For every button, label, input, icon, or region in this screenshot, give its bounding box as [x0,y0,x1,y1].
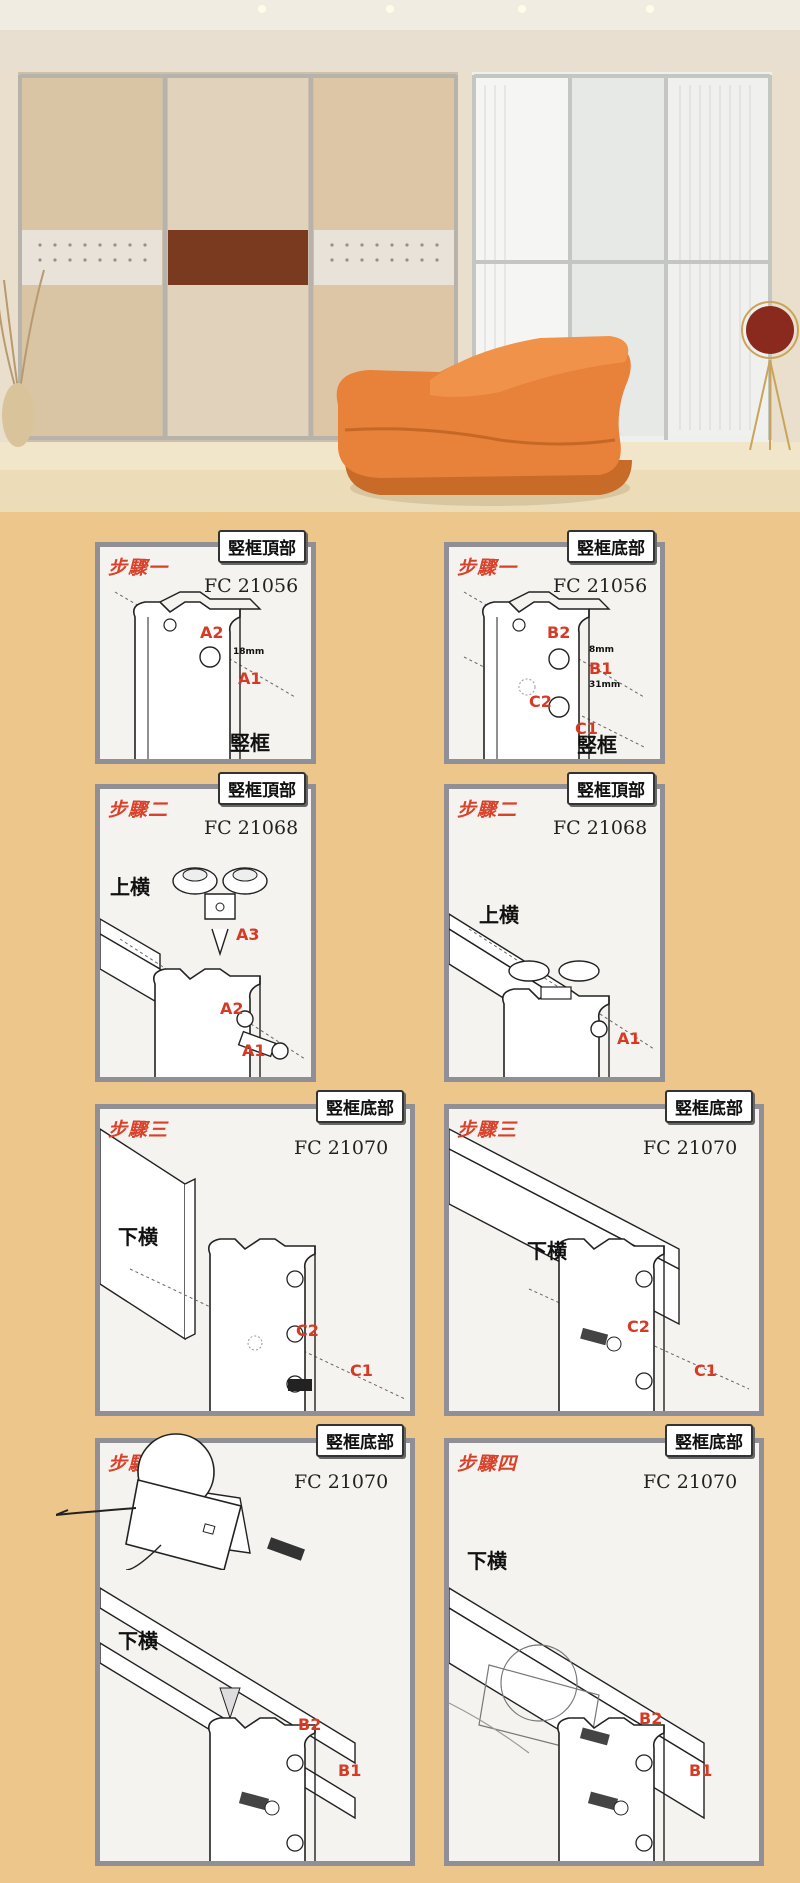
roller-installed-diagram [449,1587,705,1861]
position-tag: 竪框底部 [665,1424,753,1457]
label-c2: C2 [627,1317,650,1336]
label-a1: A1 [242,1041,266,1060]
label-b1: B1 [689,1761,713,1780]
step-label: 步驟四 [457,1453,518,1475]
label-c2: C2 [296,1321,319,1340]
panel-step1-bottom: 步驟一 FC 21056 B2 8mm B1 31mm C2 C1 竪框 [444,542,665,764]
panel-step4-right: 步驟四 FC 21070 下横 B2 B1 [444,1438,764,1866]
position-tag: 竪框頂部 [218,772,306,805]
model-number: FC 21068 [553,817,648,839]
label-b1: B1 [589,659,613,678]
label-a2: A2 [200,623,224,642]
step-label: 步驟一 [457,557,518,579]
rail-label: 下横 [118,1225,158,1249]
label-c1: C1 [575,719,598,738]
step-label: 步驟三 [457,1119,518,1141]
label-c1: C1 [694,1361,717,1380]
label-a1: A1 [238,669,262,688]
rail-label: 上横 [479,903,519,927]
rail-label: 下横 [527,1239,567,1263]
model-number: FC 21070 [294,1137,389,1159]
position-tag: 竪框底部 [665,1090,753,1123]
model-number: FC 21070 [643,1137,738,1159]
position-tag: 竪框底部 [316,1090,404,1123]
position-tag: 竪框頂部 [567,772,655,805]
position-tag: 竪框底部 [316,1424,404,1457]
step-label: 步驟二 [457,799,518,821]
bottom-rail-alignment-diagram [100,1128,406,1411]
room-photo [0,0,800,512]
model-number: FC 21070 [294,1471,389,1493]
label-8mm: 8mm [589,645,615,655]
bottom-rail-inserted-diagram [449,1128,750,1411]
frame-label: 竪框 [577,733,617,757]
position-tag: 竪框頂部 [218,530,306,563]
label-a2: A2 [220,999,244,1018]
model-number: FC 21056 [204,575,299,597]
step-label: 步驟二 [108,799,169,821]
label-b2: B2 [547,623,571,642]
panel-step3-left: 步驟三 FC 21070 下横 C2 C1 [95,1104,415,1416]
roller-wheel-illustration [56,1433,242,1570]
rail-label: 下横 [467,1549,507,1573]
panel-step2-right: 步驟二 FC 21068 上横 A1 [444,784,665,1082]
top-rail-assembly-diagram [100,867,306,1077]
label-a3: A3 [236,925,260,944]
label-18mm: 18mm [233,647,265,657]
position-tag: 竪框底部 [567,530,655,563]
panel-step1-top: 步驟一 FC 21056 A2 18mm A1 竪框 [95,542,316,764]
panel-step3-right: 步驟三 FC 21070 下横 C2 C1 [444,1104,764,1416]
frame-label: 竪框 [230,731,270,755]
vertical-frame-bottom-diagram [463,591,645,759]
panel-step2-left: 步驟二 FC 21068 上横 A3 A2 A1 [95,784,316,1082]
label-c1: C1 [350,1361,373,1380]
label-b2: B2 [298,1715,322,1734]
model-number: FC 21070 [643,1471,738,1493]
rail-label: 上横 [110,875,150,899]
step-label: 步驟一 [108,557,169,579]
rail-label: 下横 [118,1629,158,1653]
model-number: FC 21056 [553,575,648,597]
label-b1: B1 [338,1761,362,1780]
label-b2: B2 [639,1709,663,1728]
label-c2: C2 [529,692,552,711]
label-a1: A1 [617,1029,641,1048]
vertical-frame-top-diagram [114,591,296,759]
step-label: 步驟三 [108,1119,169,1141]
model-number: FC 21068 [204,817,299,839]
label-31mm: 31mm [589,680,621,690]
top-rail-installed-diagram [449,913,655,1077]
